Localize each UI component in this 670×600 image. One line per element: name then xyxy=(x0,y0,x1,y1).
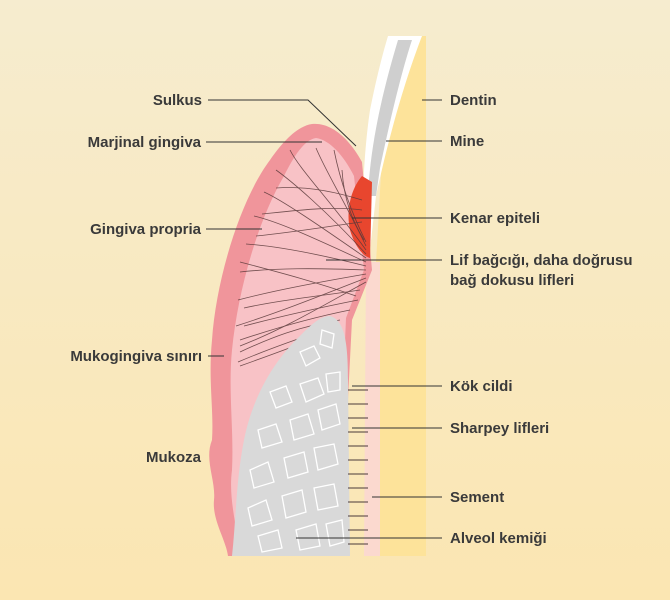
label-mukoza: Mukoza xyxy=(146,449,202,466)
label-lif-line1: Lif bağcığı, daha doğrusu xyxy=(450,252,633,269)
label-dentin: Dentin xyxy=(450,92,497,109)
leader-sulkus xyxy=(208,99,357,147)
dentin-shape xyxy=(376,36,426,556)
connective-fibers xyxy=(235,147,367,367)
bone-trabeculae xyxy=(247,329,345,553)
alveolar-bone-shape xyxy=(232,316,350,556)
enamel-highlight xyxy=(368,40,412,196)
label-lif-line2: bağ dokusu lifleri xyxy=(450,272,574,289)
label-kok-cildi: Kök cildi xyxy=(450,378,513,395)
label-alveol-kemigi: Alveol kemiği xyxy=(450,530,547,547)
marginal-epithelium-shape xyxy=(348,176,372,258)
cementum-shape xyxy=(364,262,380,556)
enamel-shape xyxy=(362,36,422,250)
label-kenar-epiteli: Kenar epiteli xyxy=(450,210,540,227)
label-sement: Sement xyxy=(450,489,504,506)
label-gingiva-propria: Gingiva propria xyxy=(90,221,202,238)
label-sharpey-lifleri: Sharpey lifleri xyxy=(450,420,549,437)
label-marjinal-gingiva: Marjinal gingiva xyxy=(88,134,202,151)
label-mine: Mine xyxy=(450,133,484,150)
label-mukogingiva-siniri: Mukogingiva sınırı xyxy=(70,348,202,365)
label-sulkus: Sulkus xyxy=(153,92,202,109)
sharpey-fibers xyxy=(348,389,368,545)
leader-lines xyxy=(206,99,442,539)
